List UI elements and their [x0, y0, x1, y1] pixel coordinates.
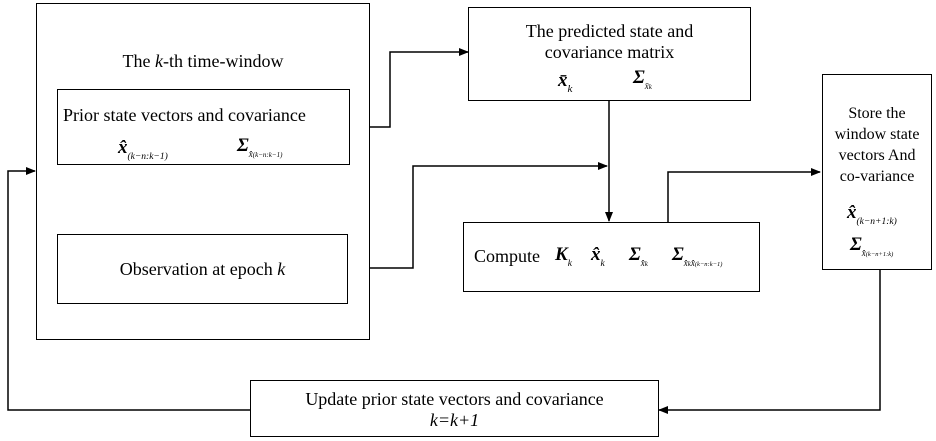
store-sigma-symbol: Σx̂(k−n+1:k) — [850, 234, 894, 259]
update-label-line2: k=k+1 — [429, 410, 480, 430]
predicted-state-box — [468, 7, 751, 101]
compute-label: Compute — [474, 246, 540, 266]
compute-box — [463, 222, 760, 292]
arrow-prior-to-predicted — [350, 48, 469, 128]
store-label-line4: co-variance — [839, 168, 915, 185]
predicted-sigma-symbol: Σx̄k — [633, 67, 652, 92]
compute-sigma-cross-symbol: Σx̂kx̂(k−n:k−1) — [672, 244, 723, 269]
update-box — [250, 380, 659, 437]
update-label-line1: Update prior state vectors and covarianc… — [305, 389, 604, 409]
prior-x-hat-symbol: x̂(k−n:k−1) — [118, 137, 168, 163]
predicted-label-line1: The predicted state and — [525, 21, 694, 41]
arrow-observation-to-compute — [348, 162, 608, 269]
store-label-line1: Store the — [848, 105, 906, 122]
arrow-update-to-window — [7, 167, 250, 411]
store-label-line3: vectors And — [838, 147, 916, 164]
observation-label: Observation at epoch k — [119, 259, 286, 279]
store-window-box — [822, 74, 932, 270]
time-window-title: The k-th time-window — [122, 51, 284, 71]
compute-x-hat-symbol: x̂k — [591, 244, 605, 270]
arrow-store-to-update — [658, 270, 881, 414]
arrow-compute-to-store — [667, 168, 821, 222]
prior-state-box — [57, 89, 350, 165]
store-x-hat-symbol: x̂(k−n+1:k) — [847, 202, 897, 228]
predicted-label-line2: covariance matrix — [544, 42, 675, 62]
predicted-x-bar-symbol: x̄k — [558, 70, 573, 96]
compute-gain-symbol: Kk — [555, 244, 572, 270]
observation-box — [57, 234, 348, 304]
compute-sigma-state-symbol: Σx̂k — [629, 244, 648, 269]
prior-state-label: Prior state vectors and covariance — [63, 105, 306, 125]
prior-sigma-symbol: Σx̂(k−n:k−1) — [237, 135, 283, 160]
store-label-line2: window state — [834, 126, 920, 143]
